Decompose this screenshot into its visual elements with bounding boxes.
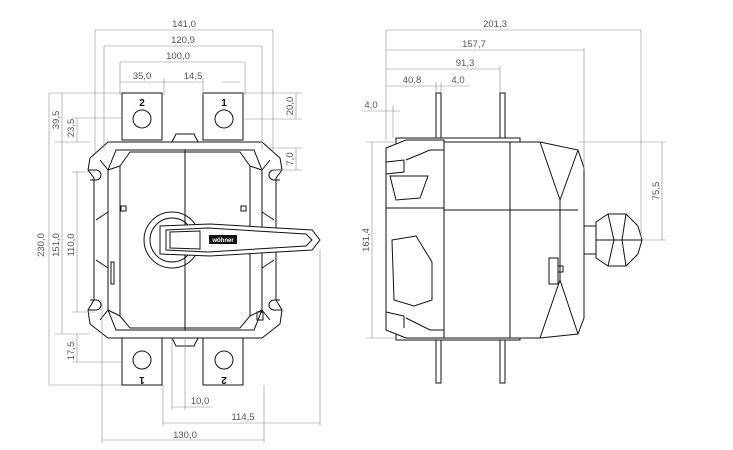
- dim-114-5: 114,5: [231, 412, 254, 423]
- dim-141-0: 141,0: [172, 19, 196, 30]
- side-cover: [443, 141, 585, 339]
- terminal-label-top-right: 1: [221, 98, 227, 109]
- dim-130-0: 130,0: [173, 430, 197, 441]
- front-dim-151: 151,0: [51, 142, 90, 335]
- side-dim-157-7: 157,7: [386, 39, 585, 170]
- front-dim-130: 130,0: [101, 300, 265, 443]
- dim-201-3: 201,3: [483, 19, 507, 30]
- front-dim-114-5: 114,5: [162, 250, 321, 426]
- side-dim-4-0-top: 4,0: [436, 75, 470, 93]
- rotary-handle: wöhner: [143, 211, 321, 269]
- side-dim-161-4: 161,4: [361, 141, 396, 339]
- front-dim-110: 110,0: [66, 171, 95, 313]
- front-dim-39-5: 39,5: [51, 93, 90, 143]
- side-dim-201-3: 201,3: [385, 19, 642, 238]
- side-dim-75-5: 75,5: [578, 141, 666, 241]
- terminal-label-top-left: 2: [139, 98, 145, 109]
- dim-151-0: 151,0: [51, 233, 62, 257]
- terminal-top-right: 1: [202, 92, 244, 141]
- dim-20-0: 20,0: [285, 97, 296, 116]
- front-dim-17-5: 17,5: [66, 334, 122, 363]
- terminal-bottom-left: 1: [121, 337, 163, 386]
- front-view: 2 1 1 2: [36, 19, 321, 443]
- dim-10-0: 10,0: [191, 396, 210, 407]
- dim-39-5: 39,5: [51, 111, 62, 130]
- dim-35-0: 35,0: [133, 71, 152, 82]
- front-dim-23-5: 23,5: [66, 117, 122, 142]
- front-dim-120: 120,9: [103, 35, 263, 150]
- dim-230-0: 230,0: [36, 233, 47, 257]
- front-dim-7: 7,0: [270, 147, 302, 171]
- brand-logo: [209, 235, 237, 244]
- front-dim-100: 100,0: [119, 51, 246, 95]
- dim-91-3: 91,3: [456, 58, 475, 69]
- front-dim-35: 35,0: [120, 71, 165, 95]
- dim-100-0: 100,0: [166, 51, 190, 62]
- terminal-bottom-right: 2: [202, 337, 244, 386]
- terminal-top-left: 2: [121, 92, 163, 141]
- dim-110-0: 110,0: [66, 233, 77, 256]
- dim-14-5: 14,5: [184, 71, 203, 82]
- dim-120-9: 120,9: [171, 35, 195, 46]
- brand-logo-text: wöhner: [211, 238, 234, 244]
- front-dim-20: 20,0: [243, 92, 302, 120]
- side-handle-knob: [583, 213, 643, 267]
- dim-4-0-left: 4,0: [364, 100, 377, 111]
- dim-75-5: 75,5: [651, 182, 662, 201]
- dim-7-0: 7,0: [285, 152, 296, 165]
- front-dim-10: 10,0: [171, 338, 212, 410]
- side-dim-91-3: 91,3: [386, 58, 501, 93]
- side-dim-40-8: 40,8: [386, 75, 437, 93]
- dim-23-5: 23,5: [66, 119, 77, 138]
- side-dim-4-0-left: 4,0: [362, 100, 400, 138]
- dim-157-7: 157,7: [462, 39, 486, 50]
- terminal-label-bottom-left: 1: [139, 374, 145, 385]
- front-dim-230: 230,0: [36, 92, 122, 386]
- dim-4-0-right: 4,0: [451, 75, 464, 86]
- dim-161-4: 161,4: [361, 228, 372, 252]
- dim-40-8: 40,8: [403, 75, 422, 86]
- side-base: [385, 139, 445, 339]
- front-dim-14-5: 14,5: [164, 71, 240, 95]
- side-view: 201,3 157,7 91,3 40,8 4,0 4,0: [361, 19, 666, 384]
- terminal-label-bottom-right: 2: [221, 374, 227, 385]
- front-dim-141: 141,0: [94, 19, 274, 152]
- dim-17-5: 17,5: [66, 342, 77, 361]
